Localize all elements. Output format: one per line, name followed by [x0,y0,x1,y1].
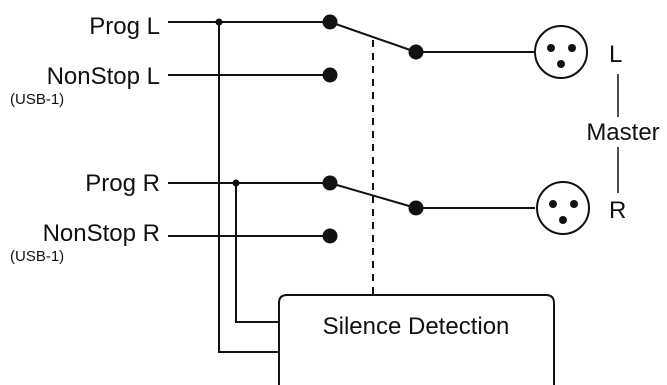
label-output-l: L [609,41,622,68]
label-nonstop-l: NonStop L [47,63,160,90]
label-nonstop-r-source: (USB-1) [10,248,64,265]
label-output-r: R [609,197,626,224]
xlr-connector-l-icon [534,25,588,79]
tap-wire-prog-l [218,22,279,353]
switch-r-blade [329,182,417,209]
silence-detection-label: Silence Detection [323,313,510,340]
label-nonstop-l-source: (USB-1) [10,91,64,108]
label-prog-l: Prog L [89,13,160,40]
silence-detection-box [278,294,555,385]
xlr-connector-r-icon [536,181,590,235]
label-prog-r: Prog R [85,170,160,197]
switch-l-blade [329,21,417,53]
switch-r-contact-nonstop [322,228,338,244]
tap-wire-prog-r [235,183,279,323]
label-master: Master [586,119,659,146]
switch-l-contact-nonstop [322,67,338,83]
label-nonstop-r: NonStop R [43,220,160,247]
